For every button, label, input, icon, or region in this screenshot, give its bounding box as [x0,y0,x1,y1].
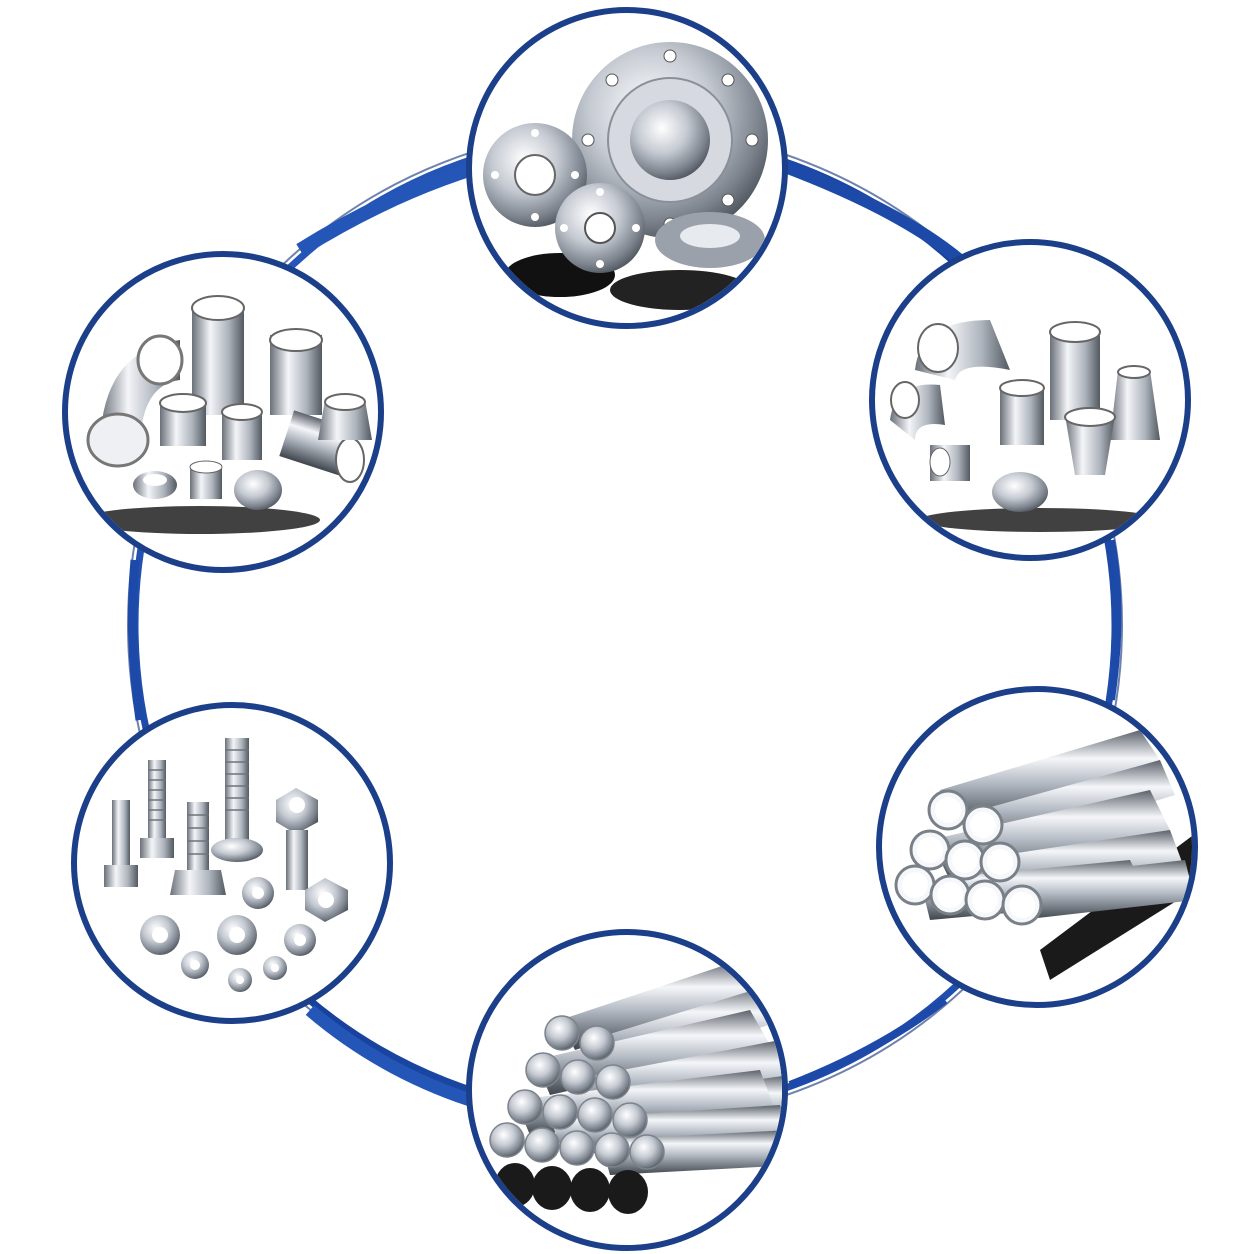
flanges-icon [483,42,768,310]
product-badge-pipes-tubes[interactable] [876,686,1210,1008]
product-badge-pipe-fittings[interactable] [62,251,384,573]
butt-weld-fittings-icon [890,320,1160,532]
product-badge-round-bars[interactable] [466,929,795,1251]
product-badge-flanges[interactable] [466,7,788,329]
pipes-tubes-icon [894,730,1192,980]
fasteners-icon [104,738,348,992]
round-bars-icon [489,960,782,1214]
product-badge-fasteners[interactable] [71,702,393,1024]
product-badge-butt-weld-fittings[interactable] [869,239,1191,561]
pipe-fittings-icon [80,295,372,534]
